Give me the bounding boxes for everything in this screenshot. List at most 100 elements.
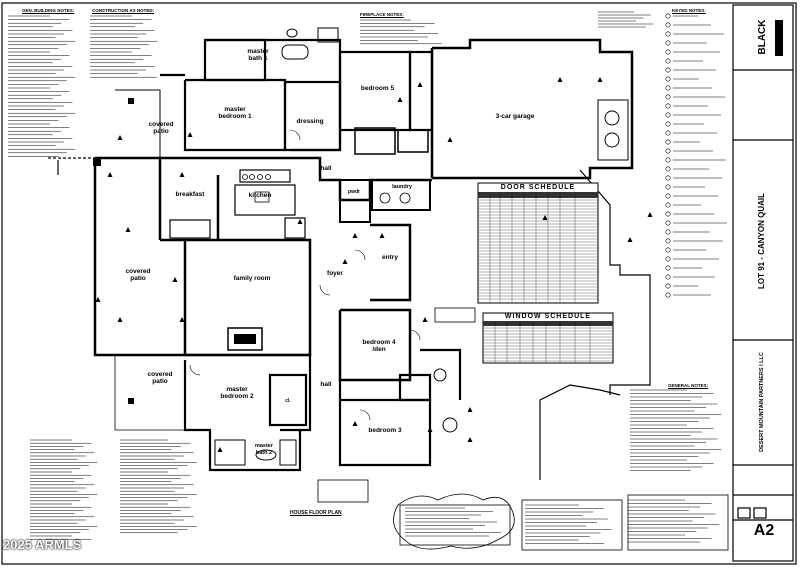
patio-columns [93, 98, 134, 404]
floor-plan-label: HOUSE FLOOR PLAN [290, 510, 342, 516]
keyed-note-marker [665, 13, 671, 19]
keyed-note-marker [665, 85, 671, 91]
window-schedule-table [482, 312, 614, 364]
room-foyer: foyer [327, 270, 343, 277]
electrical-symbol [397, 97, 403, 102]
electrical-symbol [379, 233, 385, 238]
garage-walls [430, 38, 634, 180]
room-master-bedroom-1: master bedroom 1 [218, 106, 252, 120]
bath-5 [354, 127, 396, 155]
keyed-note-marker [665, 166, 671, 172]
owner-name: DESERT MOUNTAIN PARTNERS I LLC [759, 352, 765, 452]
keyed-note-marker [665, 103, 671, 109]
room-master-bath-1: master bath 1 [247, 48, 269, 62]
keyed-note-marker [665, 148, 671, 154]
ac-unit-mid [433, 368, 447, 382]
lav-top [286, 28, 298, 38]
keyed-note-marker [665, 49, 671, 55]
electrical-symbol [557, 77, 563, 82]
electrical-symbol [217, 447, 223, 452]
south-wing-walls [183, 348, 462, 472]
keyed-note-marker [665, 283, 671, 289]
garage-equipment [597, 99, 629, 161]
keyed-note-marker [665, 157, 671, 163]
ac-unit-bottom [442, 417, 458, 433]
electrical-symbol [342, 259, 348, 264]
keyed-note-marker [665, 67, 671, 73]
electrical-symbol [627, 237, 633, 242]
keyed-note-marker [665, 211, 671, 217]
electrical-symbol [467, 407, 473, 412]
keyed-note-marker [665, 175, 671, 181]
keyed-note-marker [665, 265, 671, 271]
room-hall-bottom: hall [320, 381, 332, 388]
electrical-symbol [447, 137, 453, 142]
room-bedroom-3: bedroom 3 [368, 427, 402, 434]
door-schedule-title: DOOR SCHEDULE [500, 184, 576, 191]
electrical-symbol [179, 317, 185, 322]
room-dressing: dressing [296, 118, 324, 125]
fireplace-notes-title: FIREPLACE NOTES: [360, 12, 404, 17]
notes-text-lines [8, 11, 722, 544]
master-bedroom-1-walls [160, 73, 287, 152]
electrical-symbol [597, 77, 603, 82]
electrical-symbol [117, 317, 123, 322]
kitchen-casework [169, 169, 306, 239]
title-block [732, 4, 794, 562]
room-entry: entry [382, 254, 398, 261]
keyed-notes-list [665, 13, 727, 298]
room-master-bath-2: master bath 2 [254, 443, 274, 456]
electrical-symbol [417, 82, 423, 87]
construction-notes-title: CONSTRUCTION AS NOTED: [92, 8, 155, 13]
keyed-note-marker [665, 184, 671, 190]
door-schedule-table [477, 182, 599, 304]
electrical-symbol [647, 212, 653, 217]
keyed-note-marker [665, 112, 671, 118]
room-covered-patio-bottom: covered patio [147, 371, 173, 385]
room-covered-patio-left: covered patio [125, 268, 151, 282]
washer [379, 192, 391, 204]
keyed-note-marker [665, 292, 671, 298]
electrical-symbol [352, 421, 358, 426]
shower [317, 27, 339, 43]
room-closet: cl. [285, 398, 291, 404]
room-kitchen: kitchen [248, 192, 272, 199]
project-name: LOT 91 - CANYON QUAIL [757, 193, 766, 290]
electrical-symbol [125, 227, 131, 232]
sheet-number: A2 [753, 522, 775, 539]
plan-legend-box [317, 479, 369, 503]
electrical-symbol [179, 172, 185, 177]
keyed-note-marker [665, 22, 671, 28]
kitchen-fixtures [242, 174, 271, 203]
electrical-symbol [117, 135, 123, 140]
keyed-note-marker [665, 202, 671, 208]
keyed-note-marker [665, 238, 671, 244]
keyed-note-marker [665, 58, 671, 64]
firm-name: BLACK [757, 19, 768, 55]
electrical-symbol [352, 233, 358, 238]
bottom-note-box-3 [627, 494, 729, 551]
site-lines [48, 157, 651, 480]
keyed-note-marker [665, 40, 671, 46]
patio-bottom-outline [114, 355, 185, 431]
keyed-note-marker [665, 31, 671, 37]
landscape-bubble [393, 493, 515, 550]
fireplace [227, 327, 263, 351]
watermark: 2025 ARMLS [3, 537, 82, 552]
firm-bar [775, 20, 783, 56]
keyed-note-marker [665, 220, 671, 226]
electrical-symbol [187, 132, 193, 137]
bottom-note-box-1 [399, 504, 511, 546]
keyed-note-marker [665, 76, 671, 82]
electrical-symbol [422, 317, 428, 322]
tub [281, 44, 309, 60]
keyed-note-marker [665, 247, 671, 253]
keyed-note-marker [665, 193, 671, 199]
gen-building-notes-title: GEN. BUILDING NOTES: [22, 8, 75, 13]
electrical-symbol [467, 437, 473, 442]
bottom-note-box-2 [521, 499, 623, 551]
water-heater-1 [604, 110, 620, 126]
fireplace-firebox [234, 334, 256, 344]
